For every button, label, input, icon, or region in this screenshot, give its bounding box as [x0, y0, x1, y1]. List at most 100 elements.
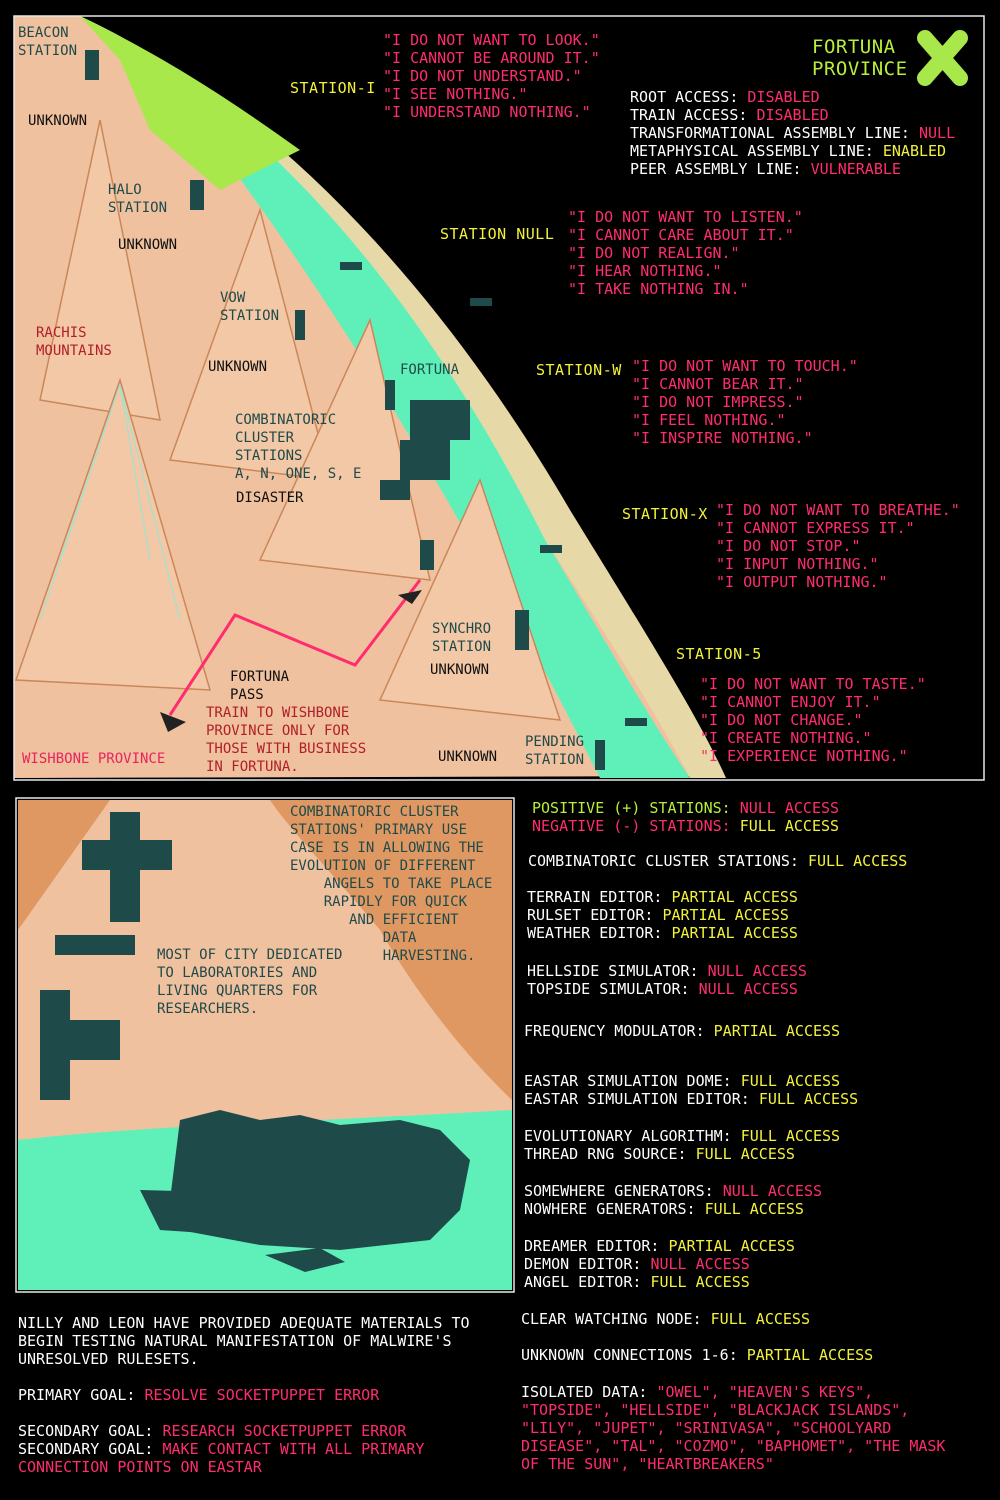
- station-quote: "I CANNOT ENJOY IT.": [700, 693, 881, 711]
- system-value: NULL ACCESS: [722, 1182, 823, 1200]
- station-quote: "I UNDERSTAND NOTHING.": [383, 103, 591, 121]
- system-value: PARTIAL ACCESS: [713, 1022, 841, 1040]
- province-access-row: ROOT ACCESS: DISABLED: [630, 88, 955, 106]
- station-quote: "I INPUT NOTHING.": [716, 555, 879, 573]
- rail-route: [168, 579, 422, 716]
- access-label: TRAIN ACCESS:: [630, 106, 757, 124]
- city-usage-note: MOST OF CITY DEDICATED TO LABORATORIES A…: [157, 947, 343, 1017]
- system-value: NULL ACCESS: [650, 1255, 750, 1273]
- system-group: COMBINATORIC CLUSTER STATIONS: FULL ACCE…: [528, 852, 907, 870]
- station-quote: "I DO NOT STOP.": [716, 537, 861, 555]
- system-group: FREQUENCY MODULATOR: PARTIAL ACCESS: [524, 1022, 840, 1040]
- vow-station-label: VOW STATION: [220, 290, 280, 324]
- station-quote: "I OUTPUT NOTHING.": [716, 573, 888, 591]
- system-value: FULL ACCESS: [758, 1090, 859, 1108]
- system-value: FULL ACCESS: [710, 1310, 810, 1328]
- system-value: PARTIAL ACCESS: [671, 888, 798, 906]
- system-label: HELLSIDE SIMULATOR:: [527, 962, 708, 980]
- province-access-row: TRAIN ACCESS: DISABLED: [630, 106, 955, 124]
- system-row: TOPSIDE SIMULATOR: NULL ACCESS: [527, 980, 807, 998]
- station-x-label: STATION-X: [622, 505, 708, 523]
- system-row: DREAMER EDITOR: PARTIAL ACCESS: [524, 1237, 795, 1255]
- station-x-quotes: "I DO NOT WANT TO BREATHE.""I CANNOT EXP…: [716, 501, 960, 591]
- unknown-label-5: UNKNOWN: [438, 749, 498, 765]
- access-value: DISABLED: [747, 88, 820, 106]
- halo-station-label: HALO STATION: [108, 182, 168, 216]
- system-row: DEMON EDITOR: NULL ACCESS: [524, 1255, 795, 1273]
- system-row: EVOLUTIONARY ALGORITHM: FULL ACCESS: [524, 1127, 840, 1145]
- polarity-row: NEGATIVE (-) STATIONS: FULL ACCESS: [532, 817, 839, 835]
- access-value: DISABLED: [756, 106, 829, 124]
- station-5-quotes: "I DO NOT WANT TO TASTE.""I CANNOT ENJOY…: [700, 675, 926, 765]
- system-row: HELLSIDE SIMULATOR: NULL ACCESS: [527, 962, 807, 980]
- station-quote: "I CREATE NOTHING.": [700, 729, 872, 747]
- station-quote: "I DO NOT WANT TO LISTEN.": [568, 208, 803, 226]
- fortuna-pass-label: FORTUNA PASS: [230, 669, 290, 703]
- cross-stations: [40, 812, 172, 1100]
- system-value: PARTIAL ACCESS: [668, 1237, 795, 1255]
- province-access-row: PEER ASSEMBLY LINE: VULNERABLE: [630, 160, 955, 178]
- system-row: UNKNOWN CONNECTIONS 1-6: PARTIAL ACCESS: [521, 1346, 873, 1364]
- system-row: RULSET EDITOR: PARTIAL ACCESS: [527, 906, 798, 924]
- cluster-usecase-note: COMBINATORIC CLUSTER STATIONS' PRIMARY U…: [290, 804, 493, 964]
- primary-goal: PRIMARY GOAL: RESOLVE SOCKETPUPPET ERROR: [18, 1386, 380, 1404]
- station-quote: "I DO NOT WANT TO LOOK.": [383, 31, 600, 49]
- access-label: METAPHYSICAL ASSEMBLY LINE:: [630, 142, 883, 160]
- access-label: PEER ASSEMBLY LINE:: [630, 160, 811, 178]
- system-group: CLEAR WATCHING NODE: FULL ACCESS: [521, 1310, 810, 1328]
- system-row: COMBINATORIC CLUSTER STATIONS: FULL ACCE…: [528, 852, 907, 870]
- system-label: EASTAR SIMULATION DOME:: [524, 1072, 741, 1090]
- system-label: EVOLUTIONARY ALGORITHM:: [524, 1127, 741, 1145]
- station-w-quotes: "I DO NOT WANT TO TOUCH.""I CANNOT BEAR …: [632, 357, 858, 447]
- station-quote: "I CANNOT CARE ABOUT IT.": [568, 226, 794, 244]
- rachis-mountains-label: RACHIS MOUNTAINS: [36, 325, 112, 359]
- station-quote: "I DO NOT UNDERSTAND.": [383, 67, 582, 85]
- system-label: CLEAR WATCHING NODE:: [521, 1310, 711, 1328]
- system-label: THREAD RNG SOURCE:: [524, 1145, 696, 1163]
- train-note: TRAIN TO WISHBONE PROVINCE ONLY FOR THOS…: [206, 705, 367, 775]
- train-marker-icon: [160, 712, 186, 732]
- isolated-data: ISOLATED DATA: "OWEL", "HEAVEN'S KEYS", …: [521, 1383, 946, 1473]
- station-quote: "I CANNOT EXPRESS IT.": [716, 519, 915, 537]
- train-marker-icon-2: [398, 590, 422, 604]
- pending-station-label: PENDING STATION: [525, 734, 585, 768]
- province-access-row: METAPHYSICAL ASSEMBLY LINE: ENABLED: [630, 142, 955, 160]
- synchro-station-label: SYNCHRO STATION: [432, 621, 492, 655]
- station-quote: "I TAKE NOTHING IN.": [568, 280, 749, 298]
- system-label: FREQUENCY MODULATOR:: [524, 1022, 714, 1040]
- station-quote: "I DO NOT IMPRESS.": [632, 393, 804, 411]
- system-value: FULL ACCESS: [695, 1145, 795, 1163]
- disaster-label: DISASTER: [236, 490, 304, 506]
- access-value: NULL: [918, 124, 956, 142]
- system-value: FULL ACCESS: [704, 1200, 804, 1218]
- system-value: PARTIAL ACCESS: [662, 906, 789, 924]
- system-row: TERRAIN EDITOR: PARTIAL ACCESS: [527, 888, 798, 906]
- combinatoric-stations-label: COMBINATORIC CLUSTER STATIONS A, N, ONE,…: [235, 412, 362, 482]
- system-value: FULL ACCESS: [740, 1127, 841, 1145]
- station-quote: "I DO NOT CHANGE.": [700, 711, 863, 729]
- sand-band: [80, 16, 726, 778]
- fortuna-city-blocks: [85, 50, 647, 770]
- system-label: WEATHER EDITOR:: [527, 924, 672, 942]
- snow-lines: [39, 384, 181, 621]
- system-row: EASTAR SIMULATION EDITOR: FULL ACCESS: [524, 1090, 858, 1108]
- system-label: EASTAR SIMULATION EDITOR:: [524, 1090, 759, 1108]
- system-row: SOMEWHERE GENERATORS: NULL ACCESS: [524, 1182, 822, 1200]
- province-access-row: TRANSFORMATIONAL ASSEMBLY LINE: NULL: [630, 124, 955, 142]
- system-row: EASTAR SIMULATION DOME: FULL ACCESS: [524, 1072, 858, 1090]
- wishbone-province-label: WISHBONE PROVINCE: [22, 751, 166, 767]
- system-label: RULSET EDITOR:: [527, 906, 663, 924]
- system-label: UNKNOWN CONNECTIONS 1-6:: [521, 1346, 747, 1364]
- access-value: ENABLED: [882, 142, 947, 160]
- station-quote: "I DO NOT WANT TO TOUCH.": [632, 357, 858, 375]
- system-label: DREAMER EDITOR:: [524, 1237, 669, 1255]
- system-row: CLEAR WATCHING NODE: FULL ACCESS: [521, 1310, 810, 1328]
- secondary-goal-1: SECONDARY GOAL: RESEARCH SOCKETPUPPET ER…: [18, 1422, 407, 1440]
- secondary-goal-2: SECONDARY GOAL: MAKE CONTACT WITH ALL PR…: [18, 1440, 425, 1476]
